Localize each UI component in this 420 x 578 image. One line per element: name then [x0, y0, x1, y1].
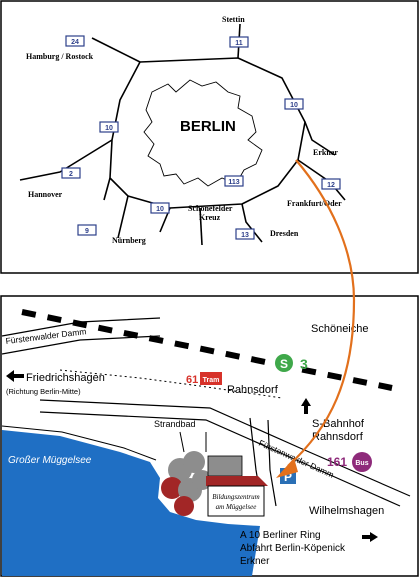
overview-map-frame [0, 0, 419, 274]
arrow-right-icon [362, 532, 378, 542]
highway-shields: 24 11 10 10 2 12 113 10 [61, 35, 341, 240]
label-lake: Großer Müggelsee [8, 455, 92, 466]
highway-shield-11: 11 [229, 36, 249, 48]
city-hannover: Hannover [28, 190, 63, 199]
label-richtung: (Richtung Berlin-Mitte) [6, 387, 81, 396]
berlin-boundary [143, 79, 263, 187]
bus-badge: 161 Bus [327, 452, 372, 472]
svg-text:Bus: Bus [355, 460, 368, 467]
svg-text:113: 113 [228, 179, 239, 186]
label-venue-line2: am Müggelsee [216, 503, 257, 511]
svg-text:2: 2 [69, 171, 73, 178]
highway-shield-13: 13 [235, 228, 255, 240]
city-stettin: Stettin [222, 15, 245, 24]
label-highway-line2: Abfahrt Berlin-Köpenick [240, 543, 346, 554]
svg-text:61: 61 [186, 374, 198, 386]
railway-line [21, 309, 393, 391]
tram-badge: 61 Tram [186, 372, 222, 386]
city-kreuz: Kreuz [199, 213, 221, 222]
venue-building [206, 455, 268, 517]
highway-shield-2: 2 [61, 167, 81, 179]
highway-shield-9: 9 [77, 224, 97, 236]
city-frankfurt: Frankfurt/Oder [287, 199, 342, 208]
label-rahnsdorf: Rahnsdorf [227, 384, 279, 396]
svg-text:13: 13 [241, 232, 249, 239]
svg-text:10: 10 [290, 102, 298, 109]
tram-track [59, 369, 283, 399]
city-hamburg: Hamburg / Rostock [26, 52, 94, 61]
svg-text:9: 9 [85, 228, 89, 235]
label-highway-line1: A 10 Berliner Ring [240, 530, 321, 541]
svg-text:12: 12 [327, 182, 335, 189]
city-dresden: Dresden [270, 229, 299, 238]
highway-shield-12: 12 [321, 178, 341, 190]
label-venue-line1: Bildungszentrum [212, 493, 259, 501]
svg-text:11: 11 [235, 40, 243, 47]
arrow-left-icon [6, 370, 24, 382]
highway-shield-24: 24 [65, 35, 85, 47]
sbahn-badge: S 3 [275, 354, 308, 372]
label-wilhelmshagen: Wilhelmshagen [309, 505, 384, 517]
highway-shield-10-west: 10 [99, 121, 119, 133]
city-erkner: Erkner [313, 148, 338, 157]
svg-text:24: 24 [71, 39, 79, 46]
label-sbahnhof-line2: Rahnsdorf [312, 431, 364, 443]
svg-text:10: 10 [156, 206, 164, 213]
city-schoenefeld: Schönefelder [188, 204, 233, 213]
svg-text:P: P [284, 470, 292, 484]
city-labels: Stettin Hamburg / Rostock Hannover Nürnb… [26, 15, 342, 245]
route-connector-arrow [276, 159, 356, 478]
highway-shield-113: 113 [224, 175, 244, 187]
label-highway-line3: Erkner [240, 556, 270, 567]
svg-text:10: 10 [105, 125, 113, 132]
label-friedrichshagen: Friedrichshagen [26, 372, 105, 384]
highway-shield-10-east: 10 [284, 98, 304, 110]
highway-shield-10-south: 10 [150, 202, 170, 214]
venue-trees [161, 451, 212, 516]
svg-text:S: S [280, 357, 288, 371]
label-strandbad: Strandbad [154, 419, 196, 429]
lake-mueggelsee [2, 430, 260, 576]
sbahn-line-number: 3 [300, 356, 308, 372]
svg-text:Tram: Tram [203, 377, 220, 384]
berlin-label: BERLIN [180, 118, 236, 135]
arrow-up-icon [301, 398, 311, 414]
label-schoeneiche: Schöneiche [311, 323, 369, 335]
svg-text:161: 161 [327, 455, 347, 469]
city-nuernberg: Nürnberg [112, 236, 146, 245]
